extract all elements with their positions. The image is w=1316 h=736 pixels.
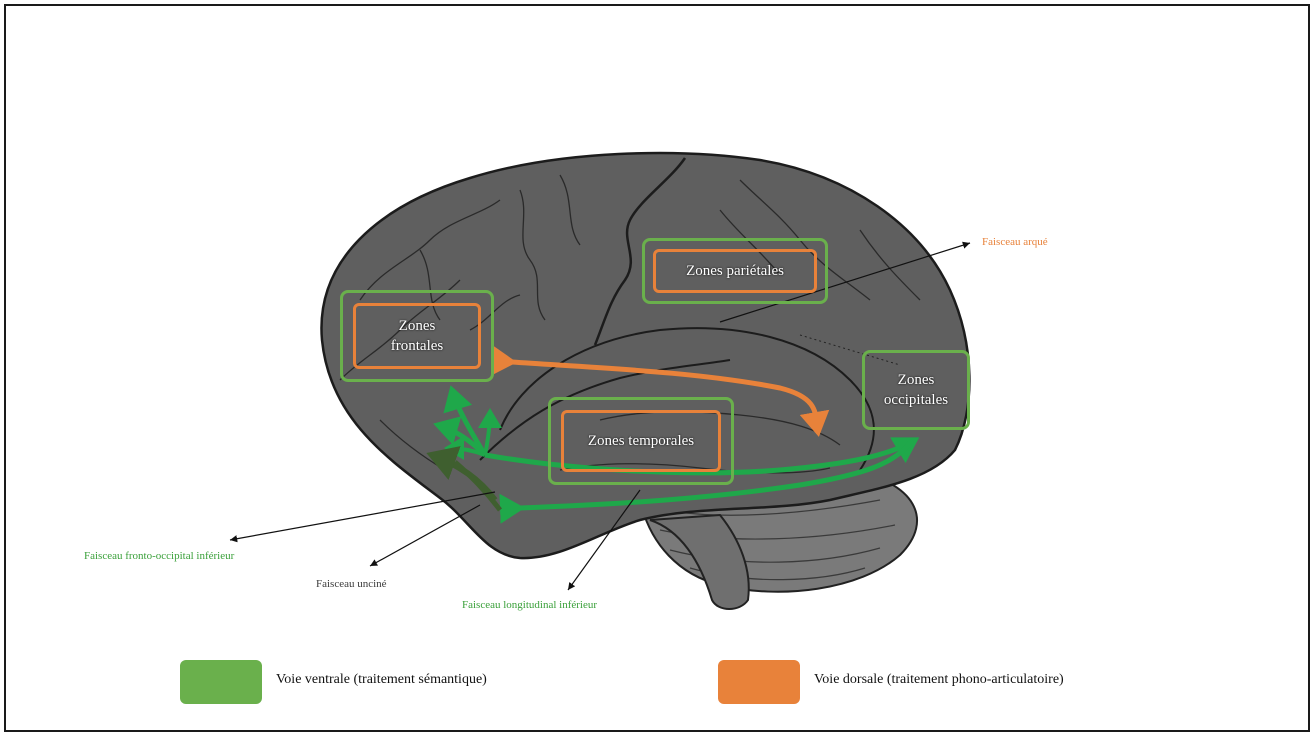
zone-frontal-line1: Zones	[398, 318, 436, 334]
ifof-leader	[229, 491, 496, 543]
zone-frontal: Zones frontales	[340, 290, 494, 382]
brainstem	[649, 513, 750, 610]
zone-occipital-line2: occipitales	[883, 392, 949, 408]
zone-frontal-label: Zones frontales	[353, 303, 481, 369]
uncinate-leader	[369, 504, 481, 567]
legend-dorsal-text: Voie dorsale (traitement phono-articulat…	[814, 672, 1064, 687]
zone-parietal-label: Zones pariétales	[653, 249, 817, 293]
zone-parietal: Zones pariétales	[642, 238, 828, 304]
arcuate-fasciculus-path	[491, 345, 830, 437]
zone-frontal-line2: frontales	[390, 338, 444, 354]
zone-temporal: Zones temporales	[548, 397, 734, 485]
label-ilf: Faisceau longitudinal inférieur	[462, 599, 598, 611]
legend-ventral-text: Voie ventrale (traitement sémantique)	[276, 672, 487, 687]
ilf-path	[499, 438, 915, 524]
zone-occipital: Zones occipitales	[862, 350, 970, 430]
zone-temporal-label: Zones temporales	[561, 410, 721, 472]
ilf-leader	[567, 489, 641, 591]
ifof-path	[484, 437, 920, 476]
label-ifof: Faisceau fronto-occipital inférieur	[84, 550, 235, 562]
zone-occipital-line1: Zones	[897, 372, 935, 388]
label-uncinate: Faisceau unciné	[316, 578, 387, 590]
zone-occipital-label: Zones occipitales	[865, 353, 967, 427]
label-arcuate: Faisceau arqué	[982, 236, 1048, 248]
legend-ventral-swatch	[180, 660, 262, 704]
legend-dorsal-swatch	[718, 660, 800, 704]
arcuate-leader	[719, 241, 971, 323]
